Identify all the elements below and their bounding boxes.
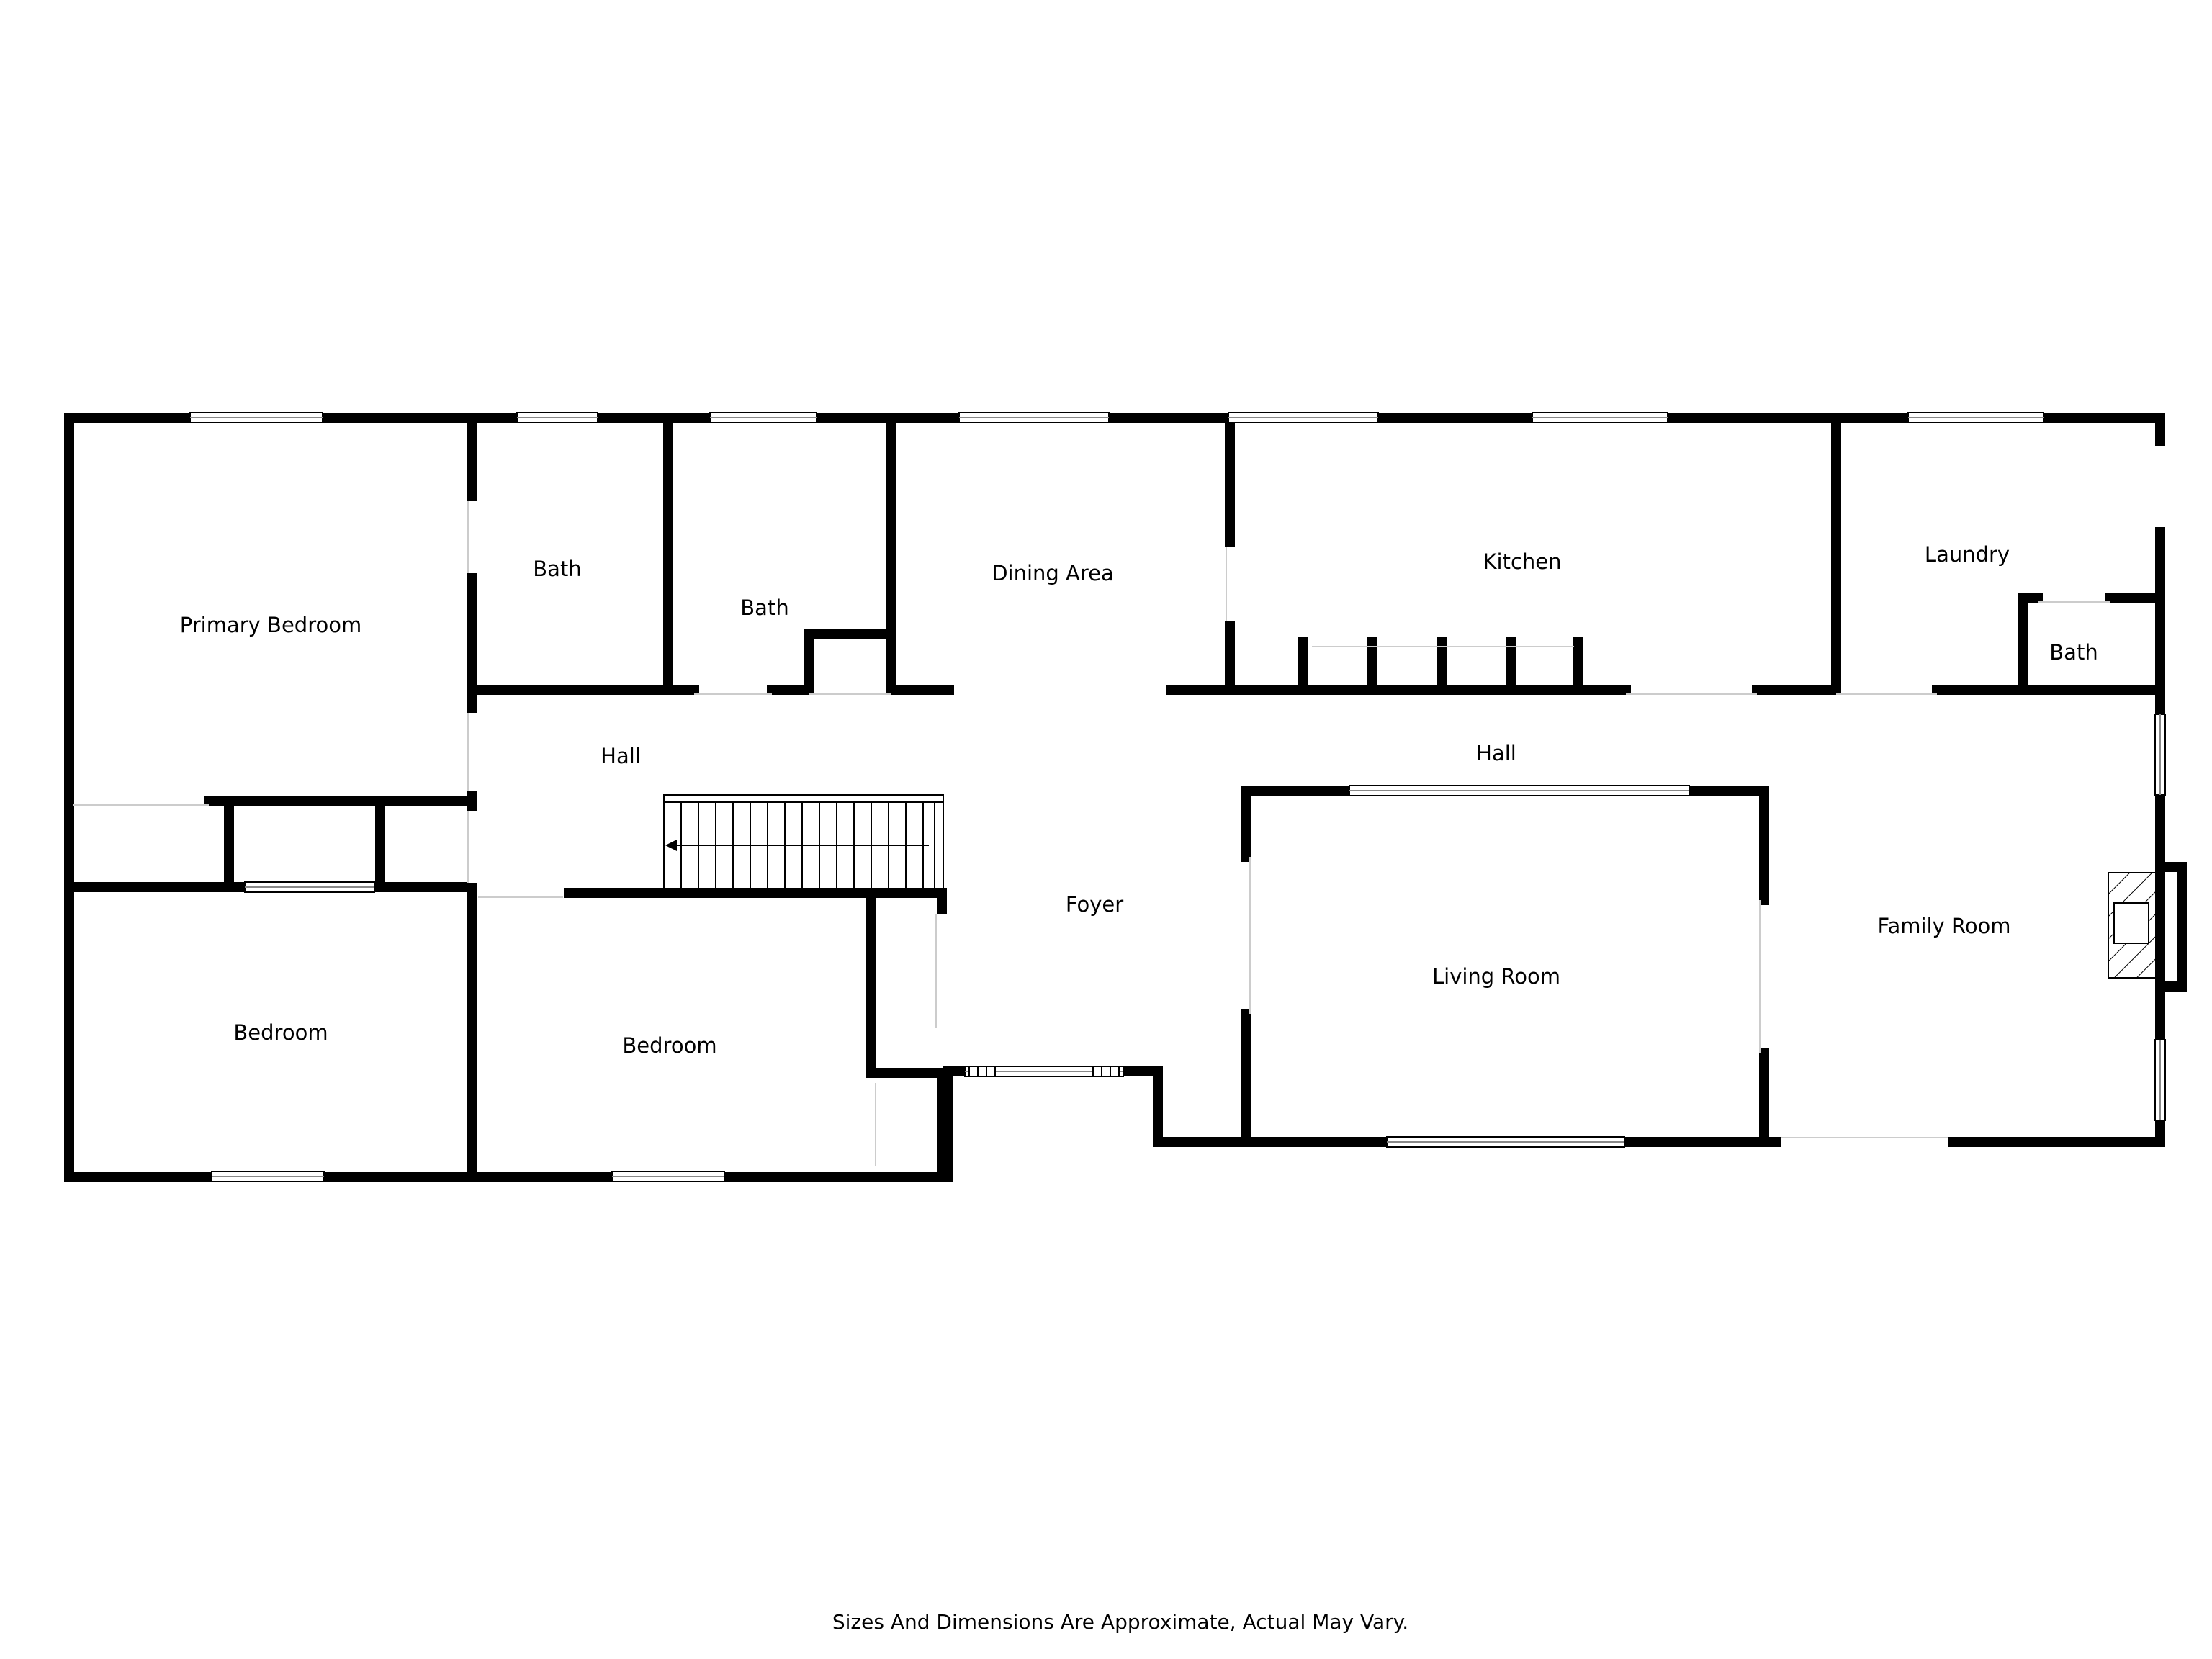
label-primary-bedroom: Primary Bedroom — [180, 613, 361, 637]
window-bedroom1-bottom — [211, 1171, 325, 1182]
stairs-arrow-icon — [665, 840, 677, 851]
window-kitchen-top-1 — [1228, 412, 1379, 423]
label-laundry: Laundry — [1925, 542, 2010, 567]
windows — [189, 412, 2166, 1182]
disclaimer-text: Sizes And Dimensions Are Approximate, Ac… — [832, 1610, 1408, 1634]
label-bath-3: Bath — [2049, 640, 2098, 665]
room-labels: Primary Bedroom Bath Bath Dining Area Ki… — [180, 542, 2098, 1058]
stairs-icon — [663, 794, 944, 889]
label-family-room: Family Room — [1877, 914, 2010, 938]
label-bath-1: Bath — [533, 557, 581, 581]
label-foyer: Foyer — [1066, 892, 1123, 917]
window-dining-top — [958, 412, 1110, 423]
window-family-right-upper — [2154, 714, 2166, 796]
window-bath1-top — [516, 412, 598, 423]
label-bedroom-2: Bedroom — [622, 1033, 716, 1058]
label-living-room: Living Room — [1432, 964, 1560, 989]
door-edges — [73, 501, 2110, 1166]
window-family-right-lower — [2154, 1039, 2166, 1121]
window-bedroom2-bottom — [611, 1171, 725, 1182]
window-living-bottom — [1386, 1136, 1625, 1148]
label-bath-2: Bath — [740, 595, 788, 620]
label-hall-east: Hall — [1476, 741, 1516, 765]
window-bath2-top — [709, 412, 817, 423]
window-primary-top — [189, 412, 323, 423]
window-kitchen-top-2 — [1532, 412, 1668, 423]
window-living-top — [1349, 785, 1690, 796]
label-hall-west: Hall — [601, 744, 641, 768]
front-door-foyer — [964, 1066, 1124, 1077]
label-kitchen: Kitchen — [1483, 549, 1562, 574]
window-laundry-top — [1907, 412, 2044, 423]
label-dining-area: Dining Area — [992, 561, 1114, 585]
openings — [467, 446, 2166, 1166]
label-bedroom-1: Bedroom — [233, 1020, 328, 1045]
fireplace-icon — [2108, 872, 2157, 979]
window-primary-closet — [244, 881, 375, 893]
